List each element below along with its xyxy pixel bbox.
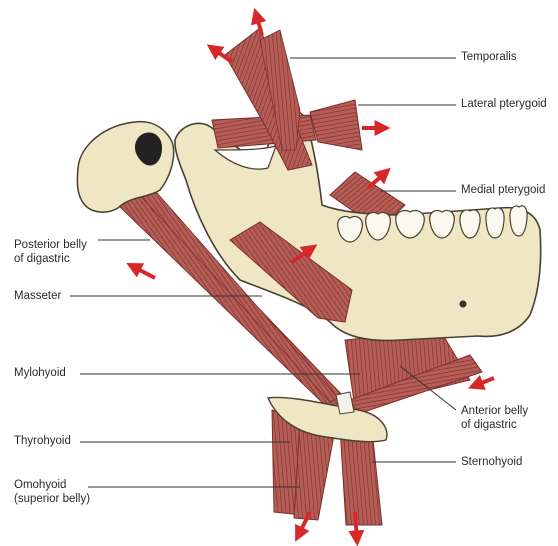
- label-posterior-belly-digastric: Posterior belly of digastric: [14, 238, 87, 266]
- label-omohyoid: Omohyoid (superior belly): [14, 478, 90, 506]
- label-medial-pterygoid: Medial pterygoid: [461, 183, 545, 197]
- label-anterior-belly-digastric: Anterior belly of digastric: [461, 404, 528, 432]
- label-omohyoid-line1: Omohyoid: [14, 478, 90, 492]
- label-posterior-belly-line2: of digastric: [14, 252, 87, 266]
- label-posterior-belly-line1: Posterior belly: [14, 238, 87, 252]
- label-lateral-pterygoid: Lateral pterygoid: [461, 97, 547, 111]
- label-sternohyoid: Sternohyoid: [461, 455, 522, 469]
- label-masseter: Masseter: [14, 289, 61, 303]
- label-omohyoid-line2: (superior belly): [14, 492, 90, 506]
- lateral-pterygoid-muscle: [310, 100, 362, 150]
- label-anterior-belly-line1: Anterior belly: [461, 404, 528, 418]
- label-thyrohyoid: Thyrohyoid: [14, 434, 71, 448]
- label-mylohyoid: Mylohyoid: [14, 366, 66, 380]
- sternohyoid-muscle: [340, 428, 382, 525]
- label-anterior-belly-line2: of digastric: [461, 418, 528, 432]
- mental-foramen: [460, 301, 467, 308]
- label-temporalis: Temporalis: [461, 50, 517, 64]
